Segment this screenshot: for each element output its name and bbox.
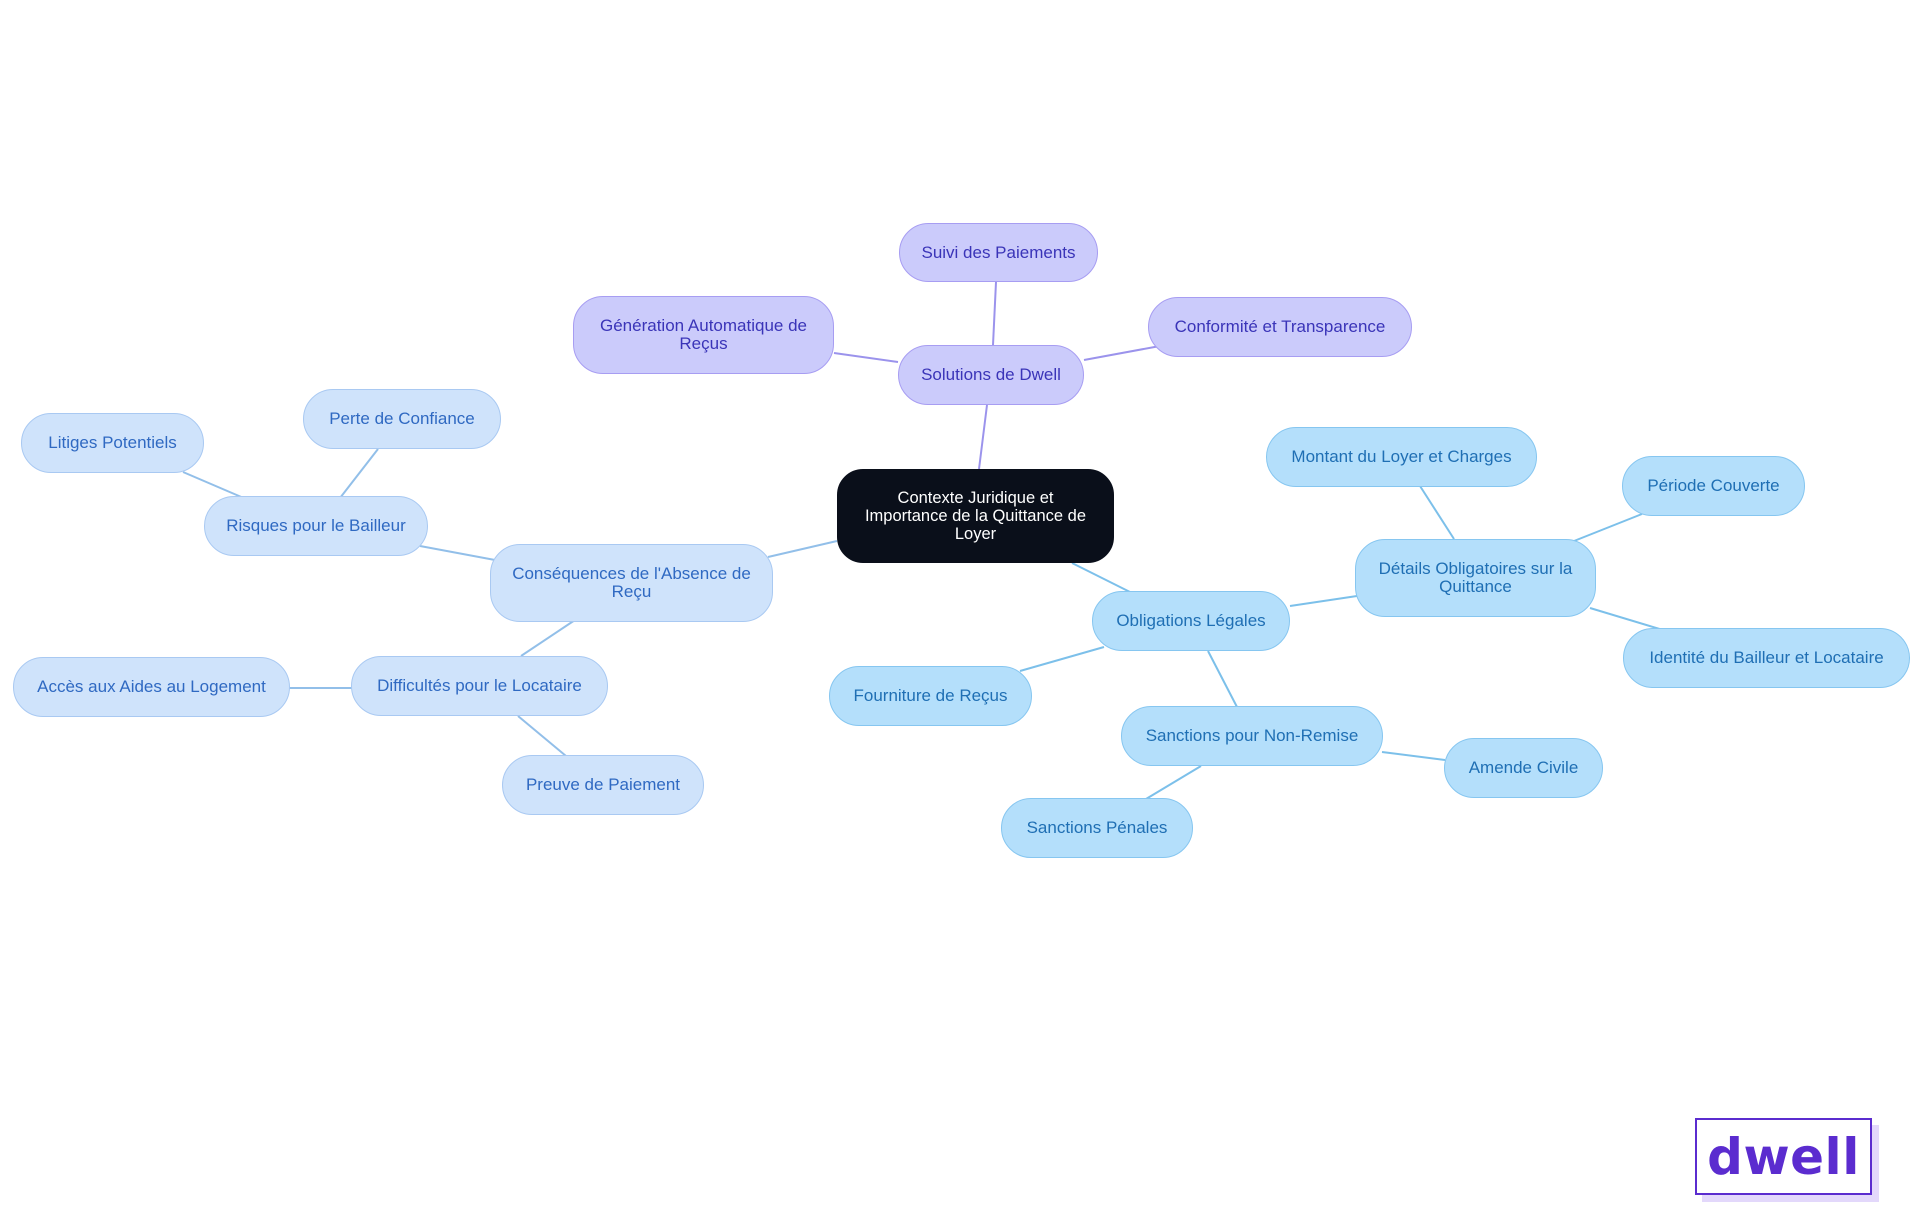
root-node-label: Contexte Juridique et Importance de la Q… [864,489,1087,543]
node-litiges-potentiels[interactable]: Litiges Potentiels [21,413,204,473]
edge-consequences-risques [419,545,496,561]
node-label: Sanctions pour Non-Remise [1145,726,1359,745]
node-perte-de-confiance[interactable]: Perte de Confiance [303,389,501,449]
node-label: Détails Obligatoires sur la Quittance [1378,559,1573,596]
node-generation-automatique[interactable]: Génération Automatique de Reçus [573,296,834,374]
node-periode-couverte[interactable]: Période Couverte [1622,456,1805,516]
node-label: Fourniture de Reçus [853,686,1008,705]
edge-solutions-suivi [992,281,997,346]
edge-obligations-sanctions [1207,650,1238,708]
node-solutions-de-dwell[interactable]: Solutions de Dwell [898,345,1084,405]
node-amende-civile[interactable]: Amende Civile [1444,738,1603,798]
node-suivi-des-paiements[interactable]: Suivi des Paiements [899,223,1098,282]
edge-consequences-difficultes [520,619,576,657]
node-risques-bailleur[interactable]: Risques pour le Bailleur [204,496,428,556]
edge-risques-confiance [339,448,379,499]
node-conformite-transparence[interactable]: Conformité et Transparence [1148,297,1412,357]
node-acces-aides-logement[interactable]: Accès aux Aides au Logement [13,657,290,717]
edge-solutions-generation [833,352,899,363]
edge-sanctions-amende [1381,751,1446,761]
node-label: Obligations Légales [1116,611,1266,630]
edge-difficultes-preuve [517,715,567,757]
node-label: Montant du Loyer et Charges [1291,447,1512,466]
node-label: Identité du Bailleur et Locataire [1649,648,1884,667]
node-label: Perte de Confiance [329,409,475,428]
edge-root-solutions [978,404,988,470]
edge-risques-litiges [182,471,247,500]
node-details-obligatoires[interactable]: Détails Obligatoires sur la Quittance [1355,539,1596,617]
edge-obligations-details [1289,595,1358,607]
node-label: Litiges Potentiels [48,433,177,452]
node-obligations-legales[interactable]: Obligations Légales [1092,591,1290,651]
node-sanctions-non-remise[interactable]: Sanctions pour Non-Remise [1121,706,1383,766]
edge-details-montant [1419,485,1455,540]
node-label: Solutions de Dwell [921,365,1061,384]
node-difficultes-locataire[interactable]: Difficultés pour le Locataire [351,656,608,716]
edge-details-identite [1589,607,1664,631]
node-sanctions-penales[interactable]: Sanctions Pénales [1001,798,1193,858]
node-label: Suivi des Paiements [921,242,1076,262]
node-label: Génération Automatique de Reçus [600,316,807,353]
node-label: Risques pour le Bailleur [226,516,406,535]
node-label: Période Couverte [1647,476,1780,495]
node-label: Amende Civile [1468,758,1579,777]
dwell-logo-text: dwell [1707,1127,1860,1186]
edge-obligations-fourniture [1019,646,1105,672]
node-label: Conséquences de l'Absence de Reçu [512,564,751,601]
node-label: Difficultés pour le Locataire [377,676,582,695]
edge-details-periode [1573,513,1643,542]
dwell-logo: dwell [1695,1118,1872,1195]
node-identite-bailleur-locataire[interactable]: Identité du Bailleur et Locataire [1623,628,1910,688]
node-consequences-absence-recu[interactable]: Conséquences de l'Absence de Reçu [490,544,773,622]
node-label: Conformité et Transparence [1174,317,1386,336]
edge-sanctions-penales [1145,765,1202,800]
node-fourniture-de-recus[interactable]: Fourniture de Reçus [829,666,1032,726]
node-label: Sanctions Pénales [1026,818,1168,837]
node-montant-loyer-charges[interactable]: Montant du Loyer et Charges [1266,427,1537,487]
root-node[interactable]: Contexte Juridique et Importance de la Q… [837,469,1114,563]
node-label: Accès aux Aides au Logement [37,677,266,696]
node-preuve-de-paiement[interactable]: Preuve de Paiement [502,755,704,815]
node-label: Preuve de Paiement [525,775,681,794]
edge-root-obligations [1071,562,1133,594]
edge-solutions-conformite [1083,345,1161,361]
edge-root-consequences [767,540,838,558]
